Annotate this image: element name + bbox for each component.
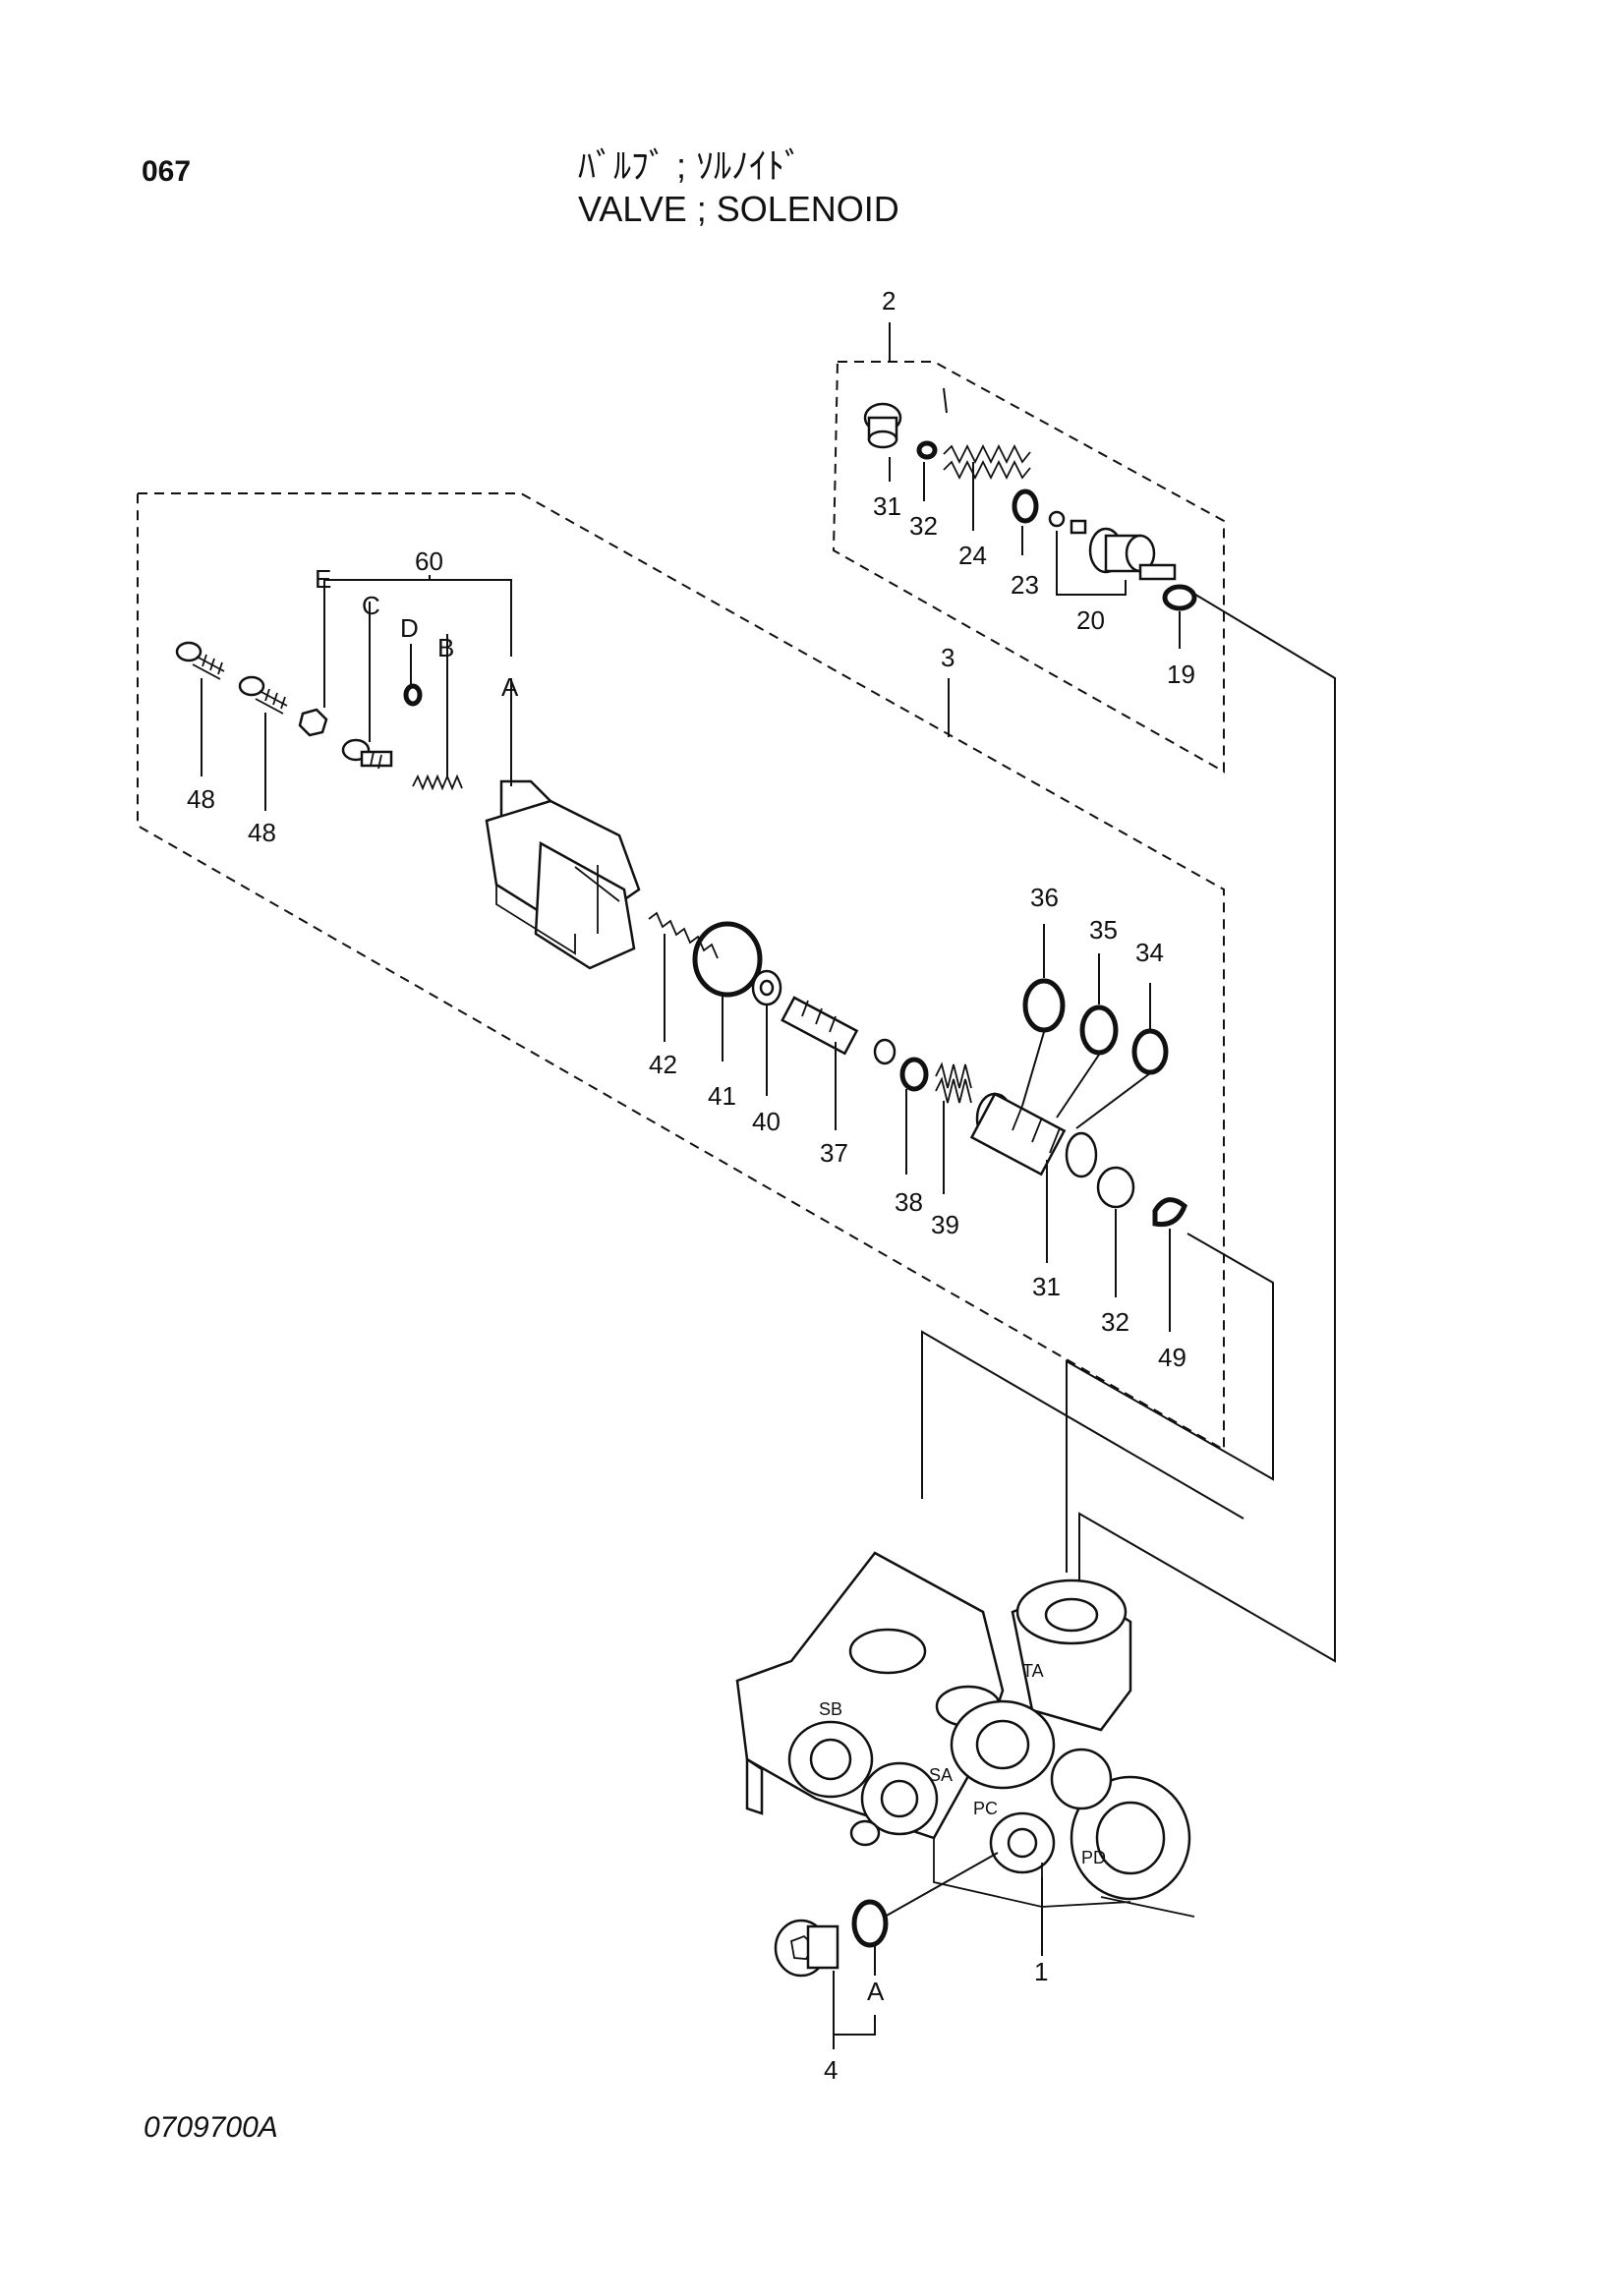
subassembly-3-outline xyxy=(137,492,1225,1452)
part-36-o-ring-icon xyxy=(1022,978,1066,1033)
callout-35: 35 xyxy=(1089,915,1118,945)
callout-19: 19 xyxy=(1167,660,1195,689)
route-line-b xyxy=(1066,1233,1274,1573)
callout-23: 31 xyxy=(873,491,901,521)
callout-31: 31 xyxy=(1032,1272,1061,1301)
part-e-nut-icon xyxy=(298,708,328,737)
callout-labels: 2 31 32 24 23 20 19 3 60 E C D B A 48 48… xyxy=(187,286,1195,2085)
callout-48-left: 48 xyxy=(187,784,215,814)
port-marking-sb: SB xyxy=(819,1699,842,1719)
callout-1: 1 xyxy=(1034,1957,1048,1986)
part-a-plug-o-ring-icon xyxy=(851,1899,889,1948)
port-marking-sa: SA xyxy=(929,1765,953,1785)
part-31-sleeve-icon xyxy=(969,1092,1098,1178)
callout-d: D xyxy=(400,613,419,643)
part-48-bolt-icon xyxy=(175,641,225,680)
callout-4: 4 xyxy=(824,2055,838,2085)
callout-41: 41 xyxy=(708,1081,736,1111)
callout-38: 38 xyxy=(895,1187,923,1217)
callout-24: 32 xyxy=(909,511,938,541)
callout-21: 23 xyxy=(1011,570,1039,600)
subassembly-2-outline xyxy=(832,361,1225,774)
callout-b: B xyxy=(437,633,454,662)
callout-2: 2 xyxy=(882,286,896,316)
part-4-plug-icon xyxy=(774,1919,839,1978)
part-38-o-ring-icon xyxy=(899,1057,929,1092)
part-21-o-ring-icon xyxy=(1012,488,1039,524)
drawing-reference: 0709700A xyxy=(144,2111,278,2144)
part-23-plug-icon xyxy=(863,402,902,449)
route-line-c xyxy=(921,1330,1244,1520)
part-37-spool-icon xyxy=(781,996,897,1065)
part-a-solenoid-icon xyxy=(485,779,641,970)
title-english: VALVE ; SOLENOID xyxy=(578,189,899,229)
part-48-bolt-icon-2 xyxy=(238,675,288,715)
callout-37: 37 xyxy=(820,1138,848,1168)
callout-a: A xyxy=(501,672,519,702)
part-d-o-ring-icon xyxy=(403,683,423,707)
part-32-cap-icon xyxy=(1096,1166,1135,1209)
callout-42: 42 xyxy=(649,1050,677,1079)
callout-36: 36 xyxy=(1030,883,1059,912)
callout-20: 20 xyxy=(1076,605,1105,635)
title-japanese: ﾊﾞﾙﾌﾞ ; ｿﾙﾉｲﾄﾞ xyxy=(578,145,803,186)
callout-plug-a: A xyxy=(867,1977,885,2006)
callout-34: 34 xyxy=(1135,938,1164,967)
part-41-o-ring-icon xyxy=(692,921,763,998)
route-line-a xyxy=(1078,589,1336,1663)
part-20-spool-icon xyxy=(1048,510,1177,581)
callout-22: 24 xyxy=(958,541,987,570)
port-markings: SB SA TA PC PD xyxy=(819,1661,1106,1867)
leader-lines xyxy=(201,322,1181,2049)
callout-e: E xyxy=(315,564,331,594)
callout-c: C xyxy=(362,591,380,620)
callout-60: 60 xyxy=(415,546,443,576)
callout-3: 3 xyxy=(941,643,955,672)
part-19-o-ring-icon xyxy=(1162,584,1197,611)
part-22-spring-icon xyxy=(943,443,1031,481)
port-marking-pc: PC xyxy=(973,1799,998,1818)
part-34-o-ring-icon xyxy=(1131,1028,1169,1075)
callout-40: 40 xyxy=(752,1107,781,1136)
part-1-valve-body-icon xyxy=(735,1551,1195,1918)
callout-49: 49 xyxy=(1158,1343,1186,1372)
port-marking-ta: TA xyxy=(1022,1661,1044,1681)
part-49-seal-icon xyxy=(1152,1197,1187,1228)
part-c-stud-icon xyxy=(341,738,393,770)
callout-48-right: 48 xyxy=(248,818,276,847)
part-b-spring-icon xyxy=(412,774,463,791)
part-40-washer-icon xyxy=(751,969,782,1006)
callout-32: 32 xyxy=(1101,1307,1129,1337)
port-marking-pd: PD xyxy=(1081,1848,1106,1867)
part-39-spring-icon xyxy=(935,1062,972,1104)
part-24-washer-icon xyxy=(916,440,938,460)
part-35-o-ring-icon xyxy=(1079,1004,1119,1056)
callout-39: 39 xyxy=(931,1210,959,1239)
part-42-spring-icon xyxy=(648,911,719,959)
page-number: 067 xyxy=(142,155,192,188)
